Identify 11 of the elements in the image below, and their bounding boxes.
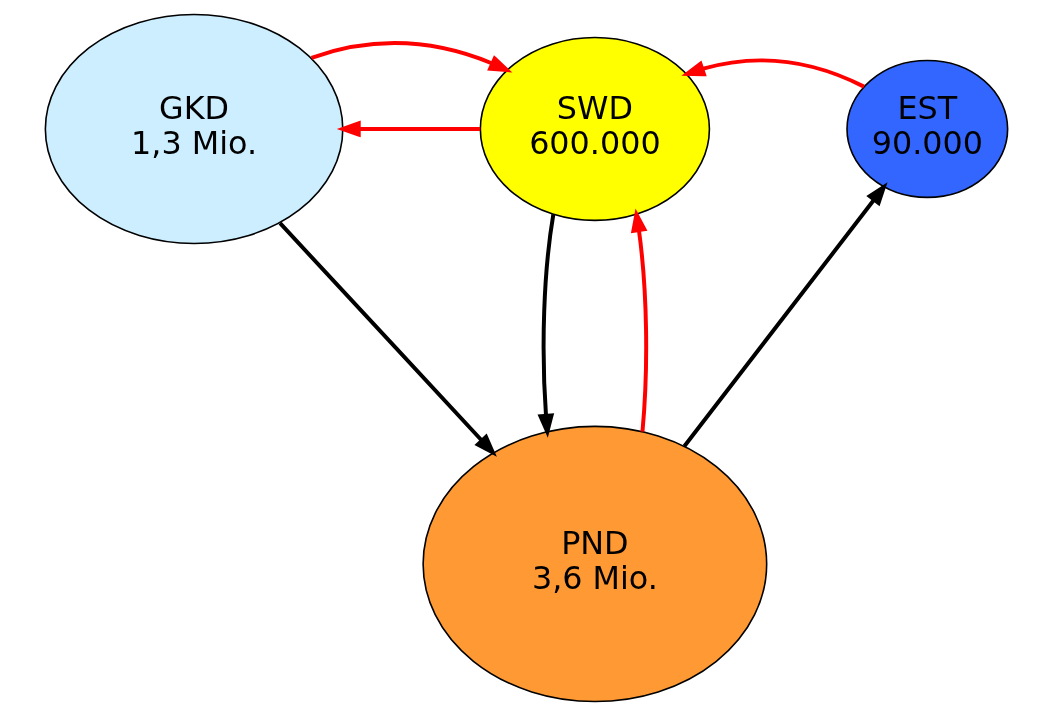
- node-ellipse: GKD 1,3 Mio.: [44, 13, 344, 245]
- arrow: [682, 182, 888, 448]
- node-ellipse: SWD 600.000: [479, 36, 711, 222]
- arrow: [278, 221, 497, 457]
- arrow: [336, 120, 481, 138]
- arrow: [681, 58, 865, 89]
- node-ellipse: PND 3,6 Mio.: [422, 425, 768, 703]
- arrow: [630, 208, 649, 432]
- arrow: [310, 41, 513, 73]
- arrow: [537, 214, 556, 438]
- node-ellipse: EST 90.000: [846, 59, 1009, 199]
